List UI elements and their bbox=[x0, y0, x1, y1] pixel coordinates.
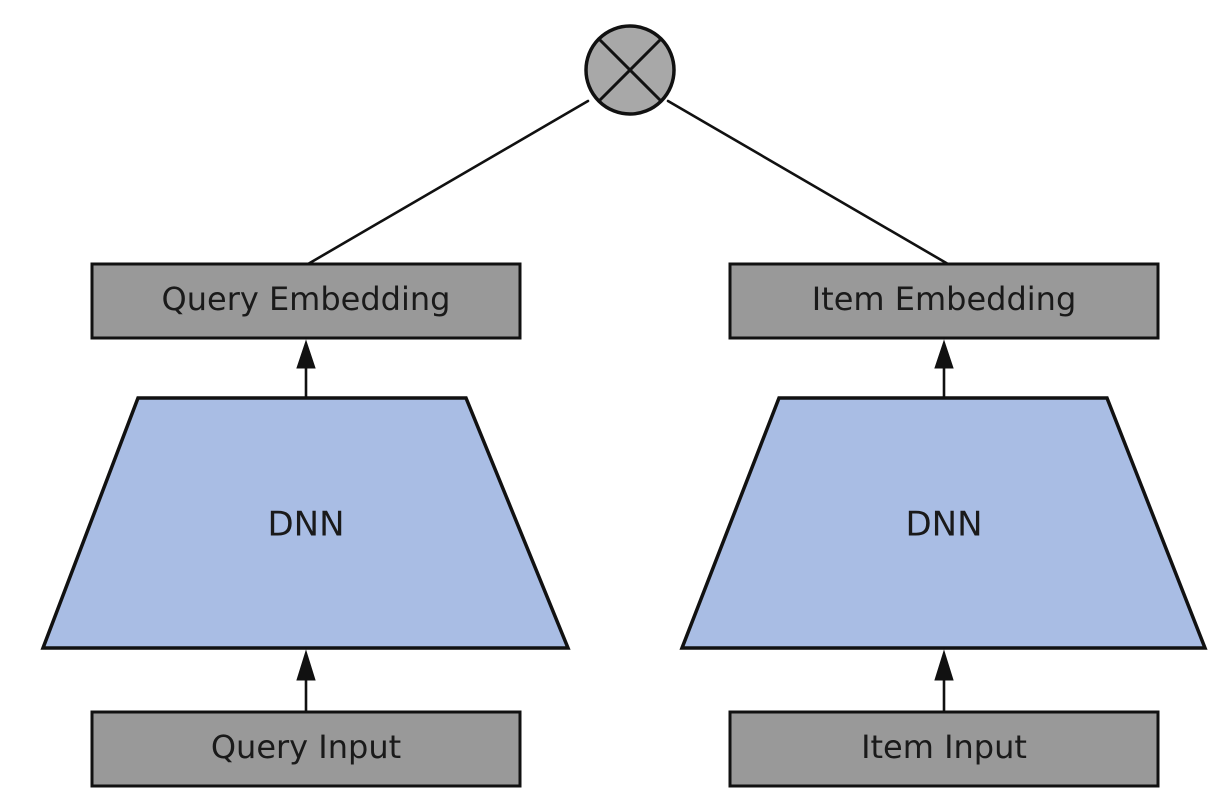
query-tower: Query Embedding DNN Query Input bbox=[40, 262, 571, 788]
item-dnn-to-embedding-arrow bbox=[934, 339, 954, 400]
item-tower: Item Embedding DNN Item Input bbox=[679, 262, 1208, 788]
query-embedding-to-operator-line bbox=[306, 99, 590, 266]
item-embedding-box: Item Embedding bbox=[728, 262, 1160, 340]
query-dnn-to-embedding-arrow bbox=[296, 339, 316, 400]
item-input-label: Item Input bbox=[861, 728, 1027, 766]
query-dnn-label: DNN bbox=[267, 505, 344, 545]
item-input-to-dnn-arrow bbox=[934, 649, 954, 714]
item-dnn-label: DNN bbox=[905, 505, 982, 545]
multiply-operator-icon bbox=[584, 24, 676, 116]
item-input-box: Item Input bbox=[728, 710, 1160, 788]
item-embedding-label: Item Embedding bbox=[812, 280, 1077, 318]
item-embedding-to-operator-line bbox=[666, 99, 950, 266]
query-input-to-dnn-arrow bbox=[296, 649, 316, 714]
query-embedding-box: Query Embedding bbox=[90, 262, 522, 340]
query-dnn-block: DNN bbox=[40, 396, 571, 650]
query-embedding-label: Query Embedding bbox=[162, 280, 451, 318]
query-input-box: Query Input bbox=[90, 710, 522, 788]
query-input-label: Query Input bbox=[211, 728, 401, 766]
item-dnn-block: DNN bbox=[679, 396, 1208, 650]
